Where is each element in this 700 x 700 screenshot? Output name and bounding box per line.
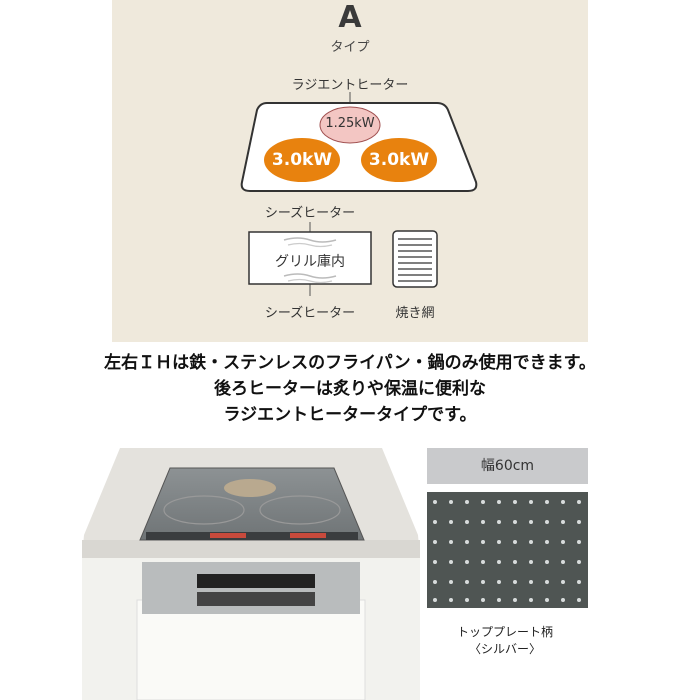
heater-type-diagram: A タイプ ラジエントヒーター 1.25kW 3.0kW 3.0kW [112, 0, 588, 342]
sheath-heater-top-label: シーズヒーター [264, 206, 356, 221]
type-label: タイプ [330, 40, 370, 55]
top-plate-pattern-swatch [427, 492, 588, 608]
grill-interior-label: グリル庫内 [275, 254, 345, 270]
description-line-2: 後ろヒーターは炙りや保温に便利な [214, 379, 486, 399]
left-ih-burner [264, 138, 340, 182]
description-line-3: ラジエントヒータータイプです。 [223, 405, 477, 425]
rear-power-label: 1.25kW [325, 116, 375, 131]
radiant-heater-label: ラジエントヒーター [291, 78, 409, 93]
sheath-wave-top [283, 237, 337, 243]
top-plate-color-label: 〈シルバー〉 [468, 642, 541, 656]
grill-net-label: 焼き網 [395, 306, 435, 321]
right-power-label: 3.0kW [368, 150, 430, 170]
cooktop-product-photo [82, 448, 420, 700]
width-badge: 幅60cm [427, 448, 588, 484]
left-power-label: 3.0kW [271, 150, 333, 170]
sheath-wave-bottom [283, 273, 337, 279]
top-plate-pattern-label: トッププレート柄 [456, 625, 553, 639]
description-line-1: 左右ＩＨは鉄・ステンレスのフライパン・鍋のみ使用できます。 [104, 353, 596, 373]
rear-radiant-burner [319, 106, 381, 144]
right-ih-burner [361, 138, 437, 182]
cooktop-diagram-graphic [240, 92, 478, 296]
type-letter: A [338, 0, 362, 35]
sheath-heater-bottom-label: シーズヒーター [264, 306, 356, 321]
